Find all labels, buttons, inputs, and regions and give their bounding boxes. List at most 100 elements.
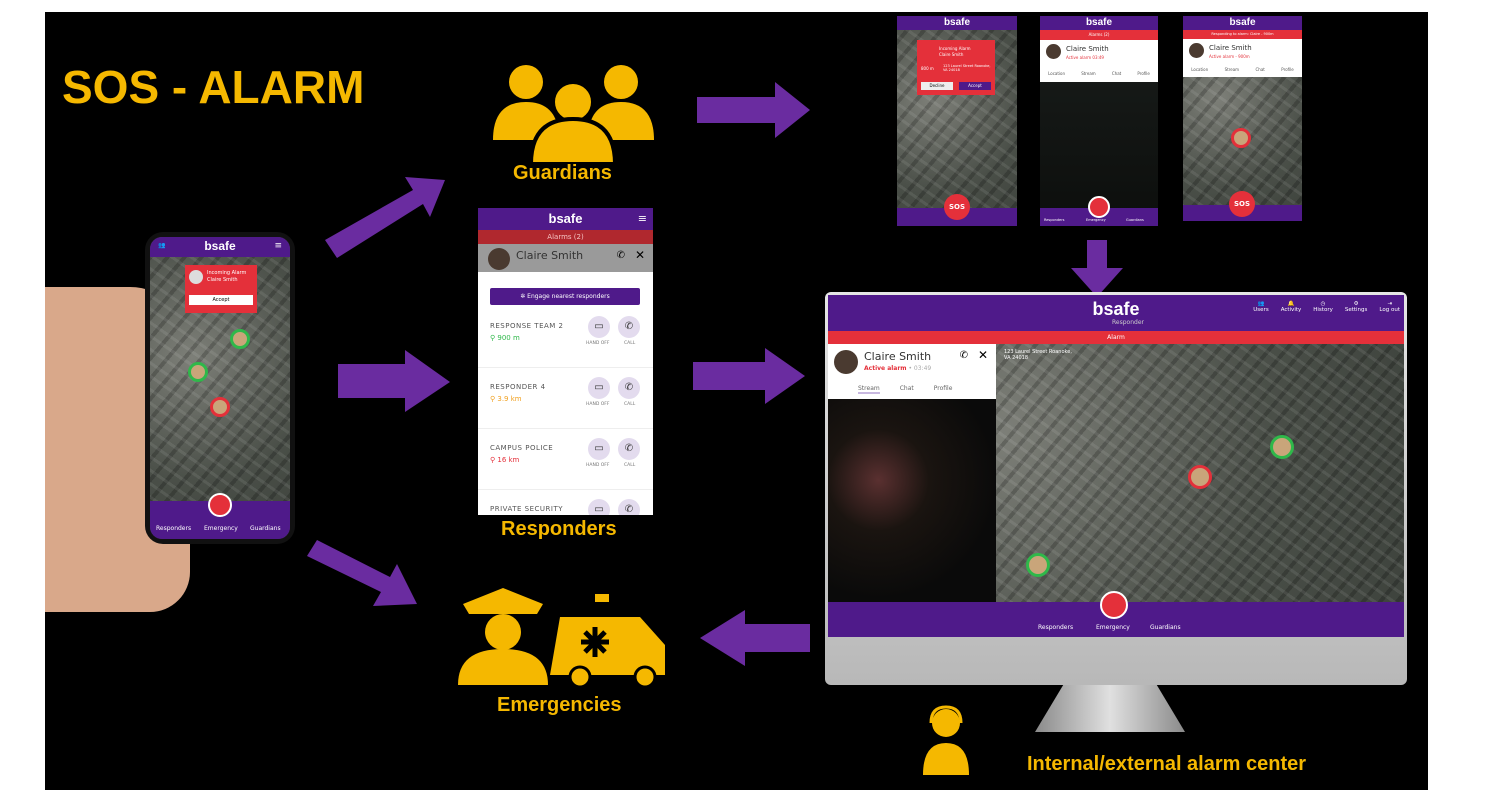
arrow-to-responders <box>338 350 450 412</box>
nav-settings[interactable]: ⚙Settings <box>1345 301 1368 313</box>
alarm-banner: Alarm <box>828 331 1404 344</box>
call-button[interactable]: ✆ <box>618 499 640 515</box>
users-icon: 👥 <box>1257 301 1265 307</box>
call-button[interactable]: ✆ <box>618 438 640 460</box>
gear-icon: ⚙ <box>1353 301 1359 307</box>
title: SOS - ALARM <box>62 61 365 113</box>
responder-item: PRIVATE SECURITY ⚲ 26 km ▭ HAND OFF ✆ CA… <box>478 491 653 515</box>
alert-title: Incoming Alarm <box>207 270 247 276</box>
contact-panel: Claire Smith Active alarm • 03:49 ✆ ✕ St… <box>828 344 996 399</box>
responding-banner: Responding to alarm: Claire - 900m <box>1183 30 1302 39</box>
responder-distance: ⚲ 16 km <box>490 456 520 464</box>
tab-profile[interactable]: Profile <box>933 385 953 392</box>
emergency-button[interactable] <box>1100 591 1128 619</box>
responder-item: RESPONSE TEAM 2 ⚲ 900 m ▭ HAND OFF ✆ CAL… <box>478 308 653 368</box>
phone: bsafe 👥 ≡ Incoming Alarm Claire Smith Ac… <box>145 232 295 544</box>
phone-icon[interactable]: ✆ <box>616 250 625 261</box>
arrow-guardians-to-screens <box>697 82 810 138</box>
guardian-screen-stream: bsafe Alarms (2) Claire Smith Active ala… <box>1040 16 1158 226</box>
police-ambulance-icon <box>458 588 665 687</box>
accept-button[interactable]: Accept <box>189 295 253 305</box>
nav-guardians[interactable]: Guardians <box>250 525 281 532</box>
guardian-screen-location: bsafe Responding to alarm: Claire - 900m… <box>1183 16 1302 221</box>
tab-chat[interactable]: Chat <box>1255 67 1265 72</box>
phone-icon[interactable]: ✆ <box>959 350 968 361</box>
user-pin[interactable] <box>1188 465 1212 489</box>
nav-activity[interactable]: 🔔Activity <box>1281 301 1302 313</box>
incoming-alarm-card: Incoming Alarm Claire Smith Accept <box>185 265 257 313</box>
responder-distance: ⚲ 3.9 km <box>490 395 522 403</box>
users-icon[interactable]: 👥 <box>158 242 166 249</box>
arrow-screens-to-desktop <box>1071 240 1123 297</box>
video-stream[interactable] <box>828 399 996 602</box>
user-pin[interactable] <box>1231 128 1251 148</box>
hand-off-button[interactable]: ▭ <box>588 377 610 399</box>
tab-chat[interactable]: Chat <box>1111 71 1122 76</box>
emergency-button[interactable] <box>208 493 232 517</box>
nav-guardians[interactable]: Guardians <box>1126 218 1144 222</box>
police-icon <box>463 588 543 614</box>
responder-list: RESPONSE TEAM 2 ⚲ 900 m ▭ HAND OFF ✆ CAL… <box>478 308 653 515</box>
call-label: CALL <box>624 463 636 468</box>
responders-screen: bsafe ≡ Alarms (2) Claire Smith ✆ ✕ ✲ En… <box>478 208 653 515</box>
nav-label: Log out <box>1379 307 1400 313</box>
guardian-pin[interactable] <box>188 362 208 382</box>
sos-button[interactable]: SOS <box>944 194 970 220</box>
tab-location[interactable]: Location <box>1048 71 1066 76</box>
bsafe-logo: bsafe <box>943 17 971 28</box>
hand-off-label: HAND OFF <box>586 341 610 346</box>
distance-value: 16 km <box>497 456 520 464</box>
close-icon[interactable]: ✕ <box>977 348 988 362</box>
nav-emergency[interactable]: Emergency <box>1096 624 1130 631</box>
user-pin[interactable] <box>210 397 230 417</box>
arrow-responders-to-desktop <box>693 348 805 404</box>
menu-icon[interactable]: ≡ <box>274 241 282 251</box>
guardian-pin[interactable] <box>1026 553 1050 577</box>
call-button[interactable]: ✆ <box>618 316 640 338</box>
tab-chat[interactable]: Chat <box>899 385 914 392</box>
tab-stream[interactable]: Stream <box>1224 67 1240 72</box>
tab-stream[interactable]: Stream <box>1081 71 1096 76</box>
nav-users[interactable]: 👥Users <box>1253 301 1268 313</box>
nav-responders[interactable]: Responders <box>1038 624 1074 631</box>
bsafe-logo: bsafe <box>204 239 236 253</box>
nav-guardians[interactable]: Guardians <box>1150 624 1181 631</box>
call-button[interactable]: ✆ <box>618 377 640 399</box>
nav-label: Settings <box>1344 307 1368 313</box>
hand-off-button[interactable]: ▭ <box>588 316 610 338</box>
nav-label: History <box>1313 307 1333 313</box>
close-icon[interactable]: ✕ <box>634 248 645 262</box>
sos-button[interactable]: SOS <box>1229 191 1255 217</box>
nav-responders[interactable]: Responders <box>156 525 192 532</box>
tab-profile[interactable]: Profile <box>1137 71 1150 76</box>
call-label: CALL <box>624 402 636 407</box>
guardian-pin[interactable] <box>1270 435 1294 459</box>
tab-location[interactable]: Location <box>1191 67 1209 72</box>
nav-emergency[interactable]: Emergency <box>204 525 238 532</box>
engage-responders-button[interactable]: ✲ Engage nearest responders <box>490 288 640 305</box>
hand-off-button[interactable]: ▭ <box>588 499 610 515</box>
arrow-to-guardians <box>325 177 445 258</box>
emergency-button[interactable] <box>1088 196 1110 218</box>
tab-profile[interactable]: Profile <box>1281 67 1294 72</box>
guardian-screen-incoming: bsafe Incoming Alarm Claire Smith 800 m … <box>897 16 1017 226</box>
decline-button[interactable]: Decline <box>921 82 953 90</box>
distance-value: 3.9 km <box>497 395 522 403</box>
alarm-center-label: Internal/external alarm center <box>1027 753 1307 775</box>
hand-off-button[interactable]: ▭ <box>588 438 610 460</box>
nav-responders[interactable]: Responders <box>1044 218 1065 222</box>
bsafe-logo: bsafe <box>1085 17 1113 28</box>
nav-emergency[interactable]: Emergency <box>1086 218 1106 222</box>
responders-label: Responders <box>501 518 617 540</box>
alarms-banner: Alarms (2) <box>1040 30 1158 40</box>
app-subtitle: Responder <box>1112 319 1144 326</box>
accept-button[interactable]: Accept <box>959 82 991 90</box>
menu-icon[interactable]: ≡ <box>637 212 647 225</box>
nav-history[interactable]: ◷History <box>1313 301 1333 313</box>
tab-stream[interactable]: Stream <box>858 385 880 394</box>
responder-name: CAMPUS POLICE <box>490 444 554 452</box>
arrow-desktop-to-emergencies <box>700 610 810 666</box>
guardian-pin[interactable] <box>230 329 250 349</box>
nav-logout[interactable]: ⇥Log out <box>1379 301 1400 313</box>
contact-name: Claire Smith <box>864 350 932 363</box>
